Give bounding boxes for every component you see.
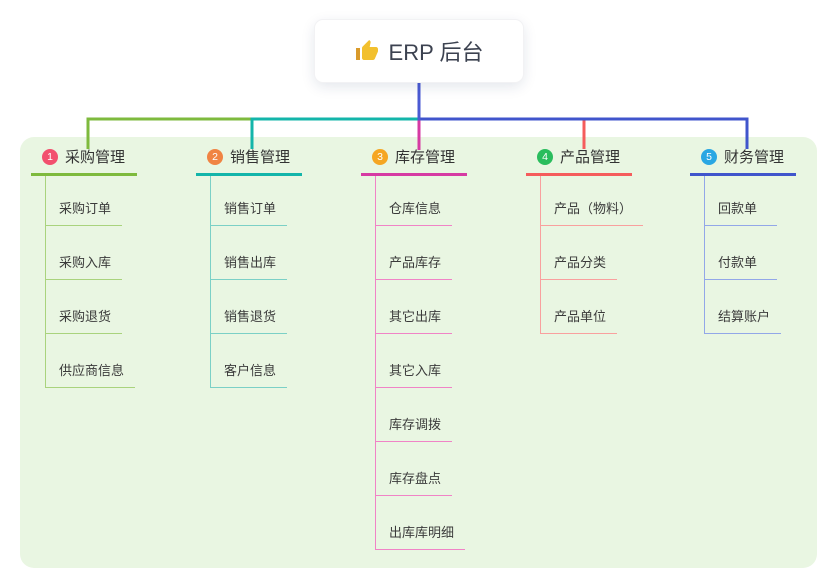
branch-item-label: 客户信息 (224, 363, 277, 378)
branch-title[interactable]: 2 销售管理 (196, 147, 303, 176)
branch-item[interactable]: 库存调拨 (376, 388, 453, 442)
branch-column: 3 库存管理仓库信息产品库存其它出库其它入库库存调拨库存盘点出库库明细 (361, 147, 468, 550)
branch-items: 采购订单采购入库采购退货供应商信息 (45, 176, 136, 388)
branch-column: 5 财务管理回款单付款单结算账户 (690, 147, 797, 334)
branch-item[interactable]: 采购退货 (46, 280, 123, 334)
branch-item-label: 其它入库 (389, 363, 442, 378)
branch-item-label: 库存盘点 (389, 471, 442, 486)
branch-item-label: 采购入库 (59, 255, 112, 270)
branch-item[interactable]: 销售退货 (211, 280, 288, 334)
branch-item-label: 出库库明细 (389, 525, 455, 540)
branch-item[interactable]: 产品单位 (541, 280, 618, 334)
branch-item[interactable]: 产品分类 (541, 226, 618, 280)
branch-label: 库存管理 (395, 149, 456, 166)
branch-number-badge: 1 (42, 148, 58, 165)
branch-item-label: 销售订单 (224, 201, 277, 216)
branch-label: 产品管理 (560, 149, 621, 166)
branch-item-label: 采购退货 (59, 309, 112, 324)
branch-number-badge: 4 (537, 148, 553, 165)
branch-item-label: 产品分类 (554, 255, 607, 270)
branch-item[interactable]: 其它入库 (376, 334, 453, 388)
branches-panel (20, 137, 817, 568)
thumbs-up-icon (355, 39, 379, 63)
branch-title[interactable]: 1 采购管理 (31, 147, 138, 176)
branch-number-badge: 3 (372, 148, 388, 165)
branch-number-badge: 5 (701, 148, 717, 165)
branch-item[interactable]: 供应商信息 (46, 334, 136, 388)
branch-item-label: 销售出库 (224, 255, 277, 270)
branch-item-label: 产品（物料） (554, 201, 633, 216)
branch-label: 采购管理 (65, 149, 126, 166)
branch-items: 回款单付款单结算账户 (704, 176, 782, 334)
branch-items: 销售订单销售出库销售退货客户信息 (210, 176, 288, 388)
branch-item[interactable]: 采购订单 (46, 176, 123, 226)
branch-items: 仓库信息产品库存其它出库其它入库库存调拨库存盘点出库库明细 (375, 176, 466, 550)
branch-column: 2 销售管理销售订单销售出库销售退货客户信息 (196, 147, 303, 388)
branch-item-label: 供应商信息 (59, 363, 125, 378)
branch-item[interactable]: 库存盘点 (376, 442, 453, 496)
branch-item-label: 付款单 (718, 255, 758, 270)
root-node[interactable]: ERP 后台 (315, 20, 523, 82)
branch-item[interactable]: 销售出库 (211, 226, 288, 280)
branch-item-label: 回款单 (718, 201, 758, 216)
branch-column: 1 采购管理采购订单采购入库采购退货供应商信息 (31, 147, 138, 388)
branch-item-label: 采购订单 (59, 201, 112, 216)
branch-title[interactable]: 5 财务管理 (690, 147, 797, 176)
branch-item[interactable]: 出库库明细 (376, 496, 466, 550)
branch-item-label: 仓库信息 (389, 201, 442, 216)
branch-label: 销售管理 (230, 149, 291, 166)
branch-title[interactable]: 3 库存管理 (361, 147, 468, 176)
branch-item[interactable]: 产品（物料） (541, 176, 644, 226)
branch-item[interactable]: 销售订单 (211, 176, 288, 226)
branch-column: 4 产品管理产品（物料） 产品分类产品单位 (526, 147, 644, 334)
branch-number-badge: 2 (207, 148, 223, 165)
branch-item-label: 产品单位 (554, 309, 607, 324)
branch-item-label: 结算账户 (718, 309, 771, 324)
branch-item-label: 库存调拨 (389, 417, 442, 432)
branch-item[interactable]: 仓库信息 (376, 176, 453, 226)
branch-item[interactable]: 付款单 (705, 226, 777, 280)
branch-item[interactable]: 客户信息 (211, 334, 288, 388)
root-title: ERP 后台 (388, 40, 484, 65)
branch-items: 产品（物料） 产品分类产品单位 (540, 176, 644, 334)
branch-item-label: 其它出库 (389, 309, 442, 324)
branch-item-label: 销售退货 (224, 309, 277, 324)
branch-item[interactable]: 回款单 (705, 176, 777, 226)
branch-item[interactable]: 其它出库 (376, 280, 453, 334)
branch-item[interactable]: 产品库存 (376, 226, 453, 280)
branch-item[interactable]: 采购入库 (46, 226, 123, 280)
branch-item-label: 产品库存 (389, 255, 442, 270)
branch-item[interactable]: 结算账户 (705, 280, 782, 334)
branch-title[interactable]: 4 产品管理 (526, 147, 633, 176)
branch-label: 财务管理 (724, 149, 785, 166)
